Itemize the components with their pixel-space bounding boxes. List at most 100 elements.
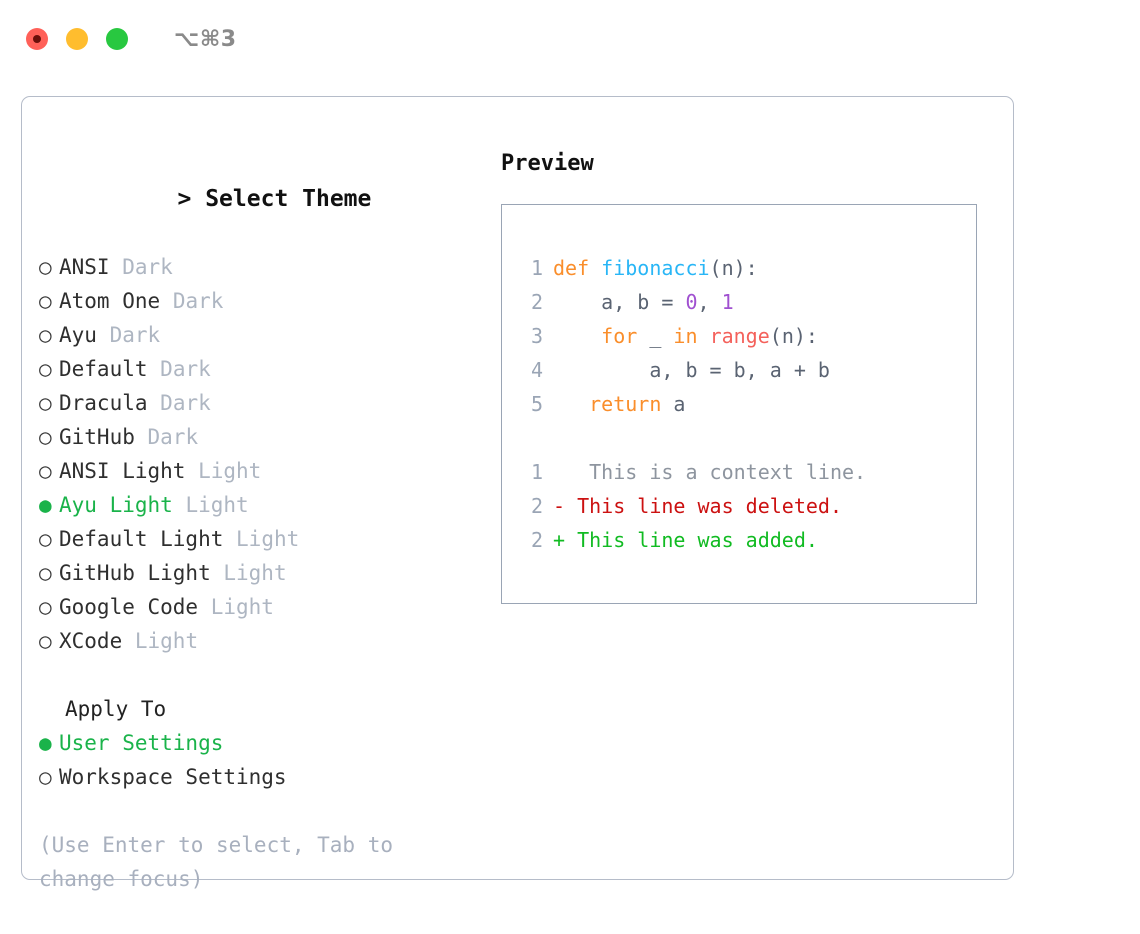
theme-option-github[interactable]: ○ GitHub Dark (39, 420, 469, 454)
theme-variant-badge: Dark (172, 289, 224, 313)
code-line-number: 5 (530, 392, 543, 416)
theme-option-ansi[interactable]: ○ANSI Dark (39, 250, 469, 284)
diff-line-ctx: 1 This is a context line. (519, 455, 976, 489)
radio-unselected-icon: ○ (39, 765, 52, 789)
code-line-number: 4 (530, 358, 543, 382)
theme-variant-badge: Dark (122, 255, 173, 279)
select-theme-heading-label: Select Theme (205, 186, 372, 212)
diff-text: This is a context line. (565, 460, 867, 484)
minimize-button-icon[interactable] (66, 28, 88, 50)
code-token-fn: fibonacci (601, 256, 710, 280)
radio-unselected-icon: ○ (39, 255, 52, 279)
diff-text: This line was deleted. (565, 494, 842, 518)
radio-unselected-icon: ○ (39, 425, 52, 449)
diff-line-number: 2 (530, 528, 543, 552)
theme-option-xcode[interactable]: ○ XCode Light (39, 624, 469, 658)
theme-option-ayu[interactable]: ○ Ayu Dark (39, 318, 469, 352)
radio-unselected-icon: ○ (39, 561, 52, 585)
code-token-id: a, b = b, a + b (553, 358, 830, 382)
radio-selected-icon: ● (39, 731, 52, 755)
theme-variant-badge: Dark (109, 323, 161, 347)
radio-unselected-icon: ○ (39, 629, 52, 653)
code-token-id: a (661, 392, 686, 416)
code-token-kw: return (589, 392, 662, 416)
radio-unselected-icon: ○ (39, 595, 52, 619)
theme-variant-badge: Light (236, 527, 300, 551)
code-line-number: 2 (530, 290, 543, 314)
spacer (519, 421, 976, 455)
code-line-number: 3 (530, 324, 543, 348)
theme-option-google-code[interactable]: ○Google Code Light (39, 590, 469, 624)
radio-unselected-icon: ○ (39, 289, 52, 313)
code-token-id (698, 324, 710, 348)
theme-variant-badge: Light (134, 629, 199, 653)
theme-option-label: Google Code (59, 595, 199, 619)
theme-option-label: Ayu Light (59, 493, 173, 517)
theme-option-label: Atom One (59, 289, 161, 313)
theme-variant-badge: Dark (160, 357, 211, 381)
theme-option-label: Default (59, 357, 148, 381)
theme-variant-badge: Dark (147, 425, 199, 449)
theme-option-ayu-light[interactable]: ●Ayu Light Light (39, 488, 469, 522)
preview-title: Preview (501, 151, 594, 176)
code-token-punc (589, 256, 601, 280)
code-token-id: a, b = (553, 290, 686, 314)
diff-line-del: 2- This line was deleted. (519, 489, 976, 523)
theme-option-label: XCode (59, 629, 123, 653)
theme-option-list[interactable]: ○ANSI Dark○Atom One Dark○Ayu Dark○Defaul… (39, 250, 469, 658)
diff-line-number: 1 (530, 460, 543, 484)
radio-unselected-icon: ○ (39, 323, 52, 347)
code-line: 4 a, b = b, a + b (519, 353, 976, 387)
diff-sign: - (553, 494, 566, 518)
radio-unselected-icon: ○ (39, 459, 52, 483)
theme-option-label: Dracula (59, 391, 148, 415)
keyboard-shortcut-label: ⌥⌘3 (174, 26, 237, 52)
code-line: 2 a, b = 0, 1 (519, 285, 976, 319)
theme-option-dracula[interactable]: ○Dracula Dark (39, 386, 469, 420)
maximize-button-icon[interactable] (106, 28, 128, 50)
diff-text: This line was added. (565, 528, 818, 552)
code-token-id (553, 324, 601, 348)
code-line: 3 for _ in range(n): (519, 319, 976, 353)
theme-option-ansi-light[interactable]: ○ANSI Light Light (39, 454, 469, 488)
diff-line-add: 2 + This line was added. (519, 523, 976, 557)
code-token-kw: in (673, 324, 698, 348)
theme-option-default[interactable]: ○Default Dark (39, 352, 469, 386)
code-token-num: 1 (721, 290, 734, 314)
theme-option-label: Default Light (59, 527, 224, 551)
code-token-id: _ (637, 324, 674, 348)
code-token-call: range (709, 324, 770, 348)
theme-option-label: ANSI Light (59, 459, 186, 483)
apply-to-heading: Apply To (65, 697, 167, 721)
diff-sign (553, 460, 565, 484)
title-bar: ⌥⌘3 (0, 0, 1140, 78)
theme-option-label: GitHub (59, 425, 135, 449)
radio-selected-icon: ● (39, 493, 52, 517)
apply-to-option-user-settings[interactable]: ●User Settings (39, 726, 469, 760)
apply-to-option-list[interactable]: ●User Settings○Workspace Settings (39, 726, 469, 794)
theme-option-label: Ayu (59, 323, 97, 347)
theme-option-label: GitHub Light (59, 561, 211, 585)
code-token-punc: (n): (709, 256, 758, 280)
close-button-icon[interactable] (26, 28, 48, 50)
code-token-id (553, 392, 589, 416)
theme-option-github-light[interactable]: ○GitHub Light Light (39, 556, 469, 590)
theme-selector-column: > Select Theme ○ANSI Dark○Atom One Dark○… (39, 148, 469, 896)
code-line: 5 return a (519, 387, 976, 421)
keyboard-hint-text: (Use Enter to select, Tab to change focu… (39, 833, 406, 891)
theme-option-default-light[interactable]: ○Default Light Light (39, 522, 469, 556)
select-theme-heading: > Select Theme (39, 148, 469, 250)
diff-line-number: 2 (530, 494, 543, 518)
code-token-kw: def (553, 256, 590, 280)
theme-option-atom-one[interactable]: ○ Atom One Dark (39, 284, 469, 318)
diff-sign: + (553, 528, 566, 552)
apply-to-option-workspace-settings[interactable]: ○Workspace Settings (39, 760, 469, 794)
main-panel: > Select Theme ○ANSI Dark○Atom One Dark○… (21, 96, 1014, 891)
code-token-punc: (n): (769, 324, 818, 348)
diff-sample: 1 This is a context line.2- This line wa… (519, 455, 976, 557)
